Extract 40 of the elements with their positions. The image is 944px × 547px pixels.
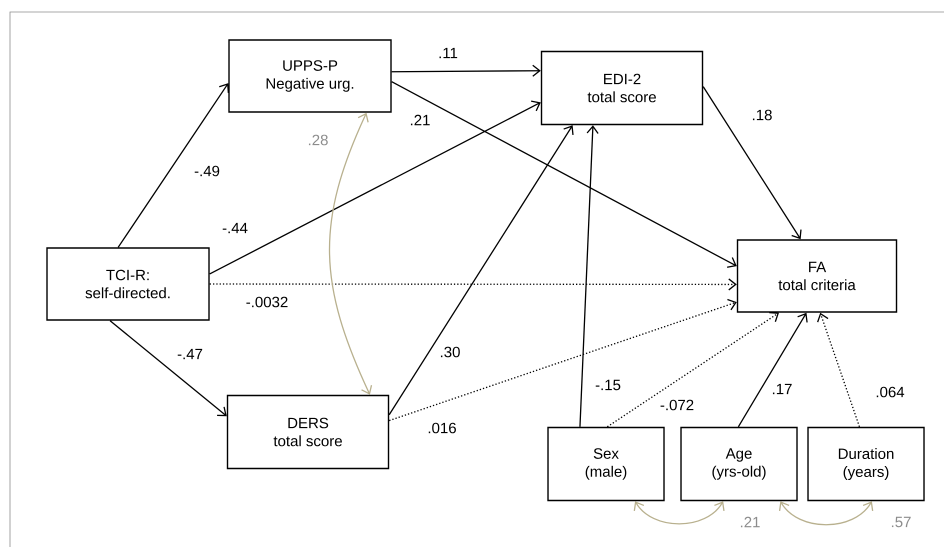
path-arrow — [817, 312, 860, 428]
edge-label: -.072 — [658, 398, 696, 412]
path-arrow — [391, 81, 737, 268]
edge-label: -.15 — [594, 378, 622, 392]
variable-box: DERS total score — [226, 394, 390, 470]
path-arrow — [392, 64, 541, 77]
path-arrow — [328, 112, 372, 395]
variable-box: UPPS-P Negative urg. — [228, 39, 392, 113]
edge-label: -.49 — [193, 164, 221, 178]
path-arrow — [110, 320, 227, 416]
edge-label: .064 — [874, 386, 906, 398]
variable-box: Duration (years) — [807, 426, 925, 502]
variable-box: Sex (male) — [547, 426, 665, 502]
path-arrow — [118, 83, 230, 248]
edge-label: .30 — [438, 346, 462, 358]
variable-box: FA total criteria — [736, 239, 898, 313]
edge-label: -.0032 — [244, 296, 290, 308]
edge-label: .21 — [738, 516, 762, 528]
edge-label: -.47 — [176, 348, 204, 360]
path-arrow — [702, 86, 802, 240]
path-arrow — [210, 278, 737, 290]
edge-label: .21 — [408, 114, 432, 126]
path-arrow — [209, 100, 541, 275]
edge-label: .18 — [750, 108, 774, 122]
path-arrow — [389, 298, 737, 422]
variable-box: EDI-2 total score — [540, 50, 704, 126]
edge-label: .17 — [770, 382, 794, 396]
variable-box: Age (yrs-old) — [680, 426, 798, 502]
path-arrow — [778, 501, 874, 526]
edge-label: .57 — [890, 516, 912, 528]
path-arrow — [579, 125, 599, 427]
variable-box: TCI-R: self-directed. — [46, 247, 210, 321]
path-arrow — [388, 125, 574, 416]
edge-label: .11 — [437, 46, 459, 60]
path-arrow — [738, 312, 808, 428]
edge-label: .28 — [306, 134, 330, 146]
path-arrow — [634, 501, 725, 525]
path-arrow — [606, 312, 779, 428]
edge-label: -.44 — [221, 222, 249, 234]
edge-label: .016 — [426, 422, 458, 434]
